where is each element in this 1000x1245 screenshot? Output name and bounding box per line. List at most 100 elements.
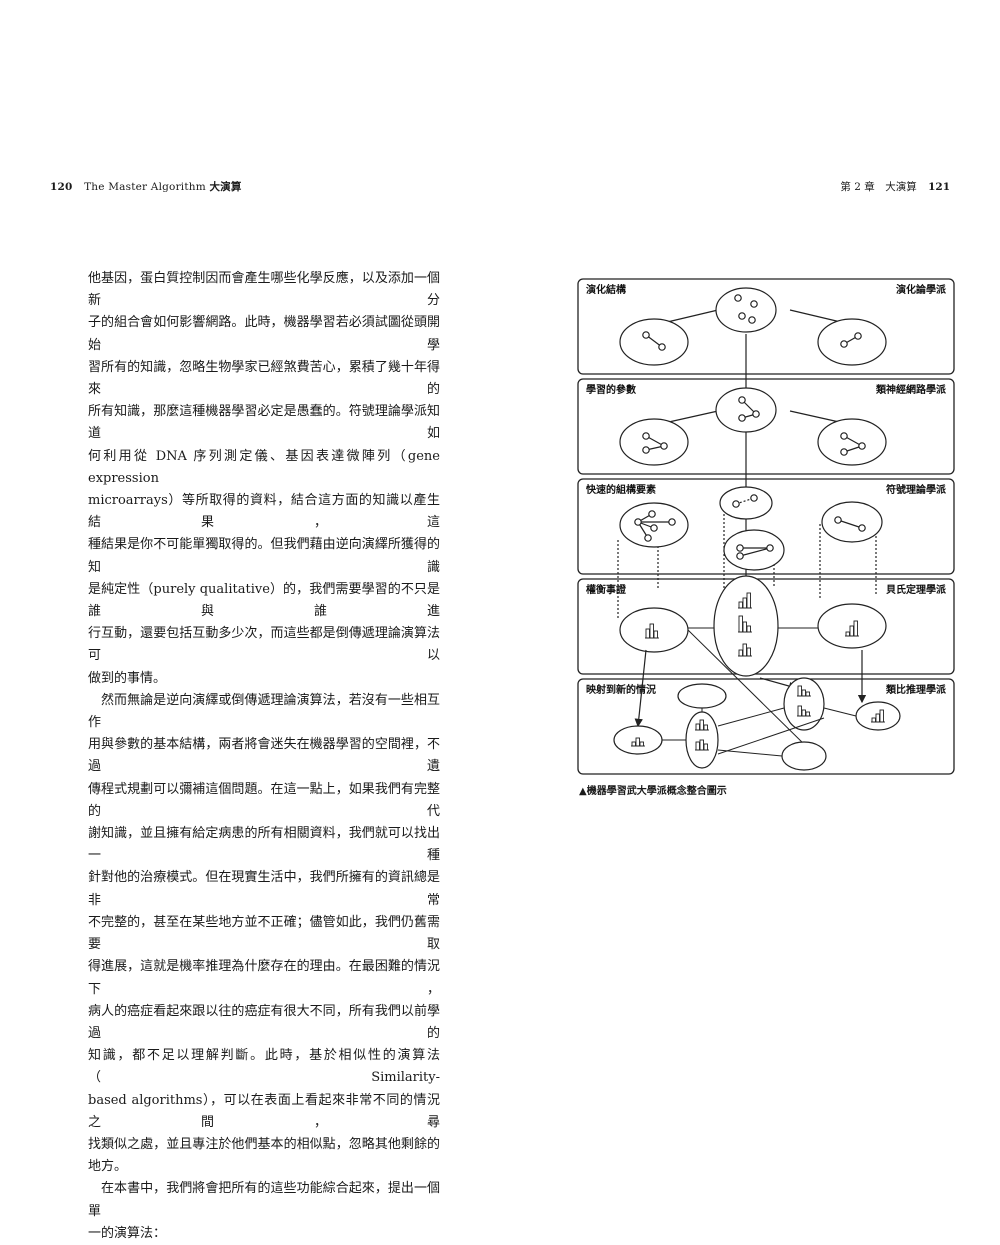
histogram-bar: [703, 743, 708, 751]
body-line: 用與參數的基本結構，兩者將會迷失在機器學習的空間裡，不過遺: [88, 737, 440, 775]
histogram-bar: [879, 709, 884, 723]
histogram-bar: [649, 623, 654, 639]
histogram-bar: [742, 621, 747, 633]
node-ellipse: [619, 418, 689, 466]
small-node: [658, 343, 666, 351]
small-node: [750, 494, 758, 502]
small-node: [752, 410, 760, 418]
body-line: 做到的事情。: [88, 670, 167, 686]
small-node: [748, 316, 756, 324]
body-line: 謝知識，並且擁有給定病患的所有相關資料，我們就可以找出一種: [88, 826, 440, 864]
arrow: [634, 649, 647, 728]
body-line: 在本書中，我們將會把所有的這些功能綜合起來，提出一個單: [88, 1181, 440, 1219]
body-line: 所有知識，那麼這種機器學習必定是愚蠢的。符號理論學派知道如: [88, 404, 440, 442]
edge: [735, 497, 755, 505]
small-node: [642, 446, 650, 454]
histogram-bar: [805, 711, 810, 717]
node-ellipse: [619, 607, 689, 653]
figure-caption: ▲機器學習武大學派概念整合圖示: [579, 786, 727, 797]
histogram-bar: [653, 630, 658, 639]
small-node: [858, 442, 866, 450]
small-node: [734, 294, 742, 302]
running-header-right: 第 2 章 大演算 121: [840, 179, 950, 194]
histogram-bar: [639, 741, 644, 747]
small-node: [840, 340, 848, 348]
histogram-bar: [805, 691, 810, 697]
panel-label-left: 快速的組構要素: [585, 483, 656, 496]
node-ellipse: [619, 318, 689, 366]
edge: [739, 547, 771, 557]
histogram-bar: [875, 713, 880, 723]
small-node: [834, 516, 842, 524]
small-node: [644, 534, 652, 542]
node-ellipse: [715, 387, 777, 433]
panel-label-right: 符號理論學派: [886, 483, 947, 496]
small-node: [648, 510, 656, 518]
body-line: 一的演算法：: [88, 1225, 167, 1241]
edge: [717, 717, 825, 755]
node-ellipse: [817, 418, 887, 466]
histogram-bar: [738, 601, 743, 609]
histogram-bar: [801, 689, 806, 697]
body-line: 然而無論是逆向演繹或倒傳遞理論演算法，若沒有一些相互作: [88, 692, 440, 731]
edge: [687, 629, 809, 749]
small-node: [854, 332, 862, 340]
panel-label-right: 類比推理學派: [885, 683, 947, 696]
node-ellipse: [719, 486, 773, 520]
histogram-bar: [703, 724, 708, 731]
panel-label-left: 演化結構: [586, 283, 626, 296]
body-line: 子的組合會如何影響網路。此時，機器學習若必須試圖從頭開始學: [88, 315, 440, 353]
histogram-bar: [699, 719, 704, 731]
body-line: microarrays）等所取得的資料，結合這方面的知識以產生結果，這: [88, 493, 440, 531]
small-node: [840, 448, 848, 456]
small-node: [858, 524, 866, 532]
histogram-bar: [797, 685, 802, 697]
node-ellipse: [817, 318, 887, 366]
node-ellipse: [783, 677, 825, 731]
small-node: [660, 442, 668, 450]
histogram-bar: [699, 739, 704, 751]
histogram-bar: [695, 741, 700, 751]
panel-label-left: 映射到新的情況: [586, 683, 656, 696]
master-algorithm-diagram: 演化結構演化論學派學習的參數類神經網路學派快速的組構要素符號理論學派權衡事證貝氏…: [577, 278, 955, 775]
histogram-bar: [845, 631, 850, 637]
small-node: [736, 552, 744, 560]
histogram-bar: [742, 643, 747, 657]
node-ellipse: [677, 683, 727, 709]
histogram-bar: [695, 723, 700, 731]
histogram-bar: [849, 625, 854, 637]
node-ellipse: [723, 529, 785, 571]
small-node: [738, 396, 746, 404]
body-line: 何利用從 DNA 序列測定儀、基因表達微陣列（gene expression: [88, 448, 440, 486]
node-ellipse: [715, 287, 777, 333]
small-node: [736, 544, 744, 552]
histogram-bar: [645, 628, 650, 639]
right-chapter-title: 第 2 章 大演算: [840, 181, 917, 193]
body-line: 行互動，還要包括互動多少次，而這些都是倒傳遞理論演算法可以: [88, 626, 440, 664]
body-line: 不完整的，甚至在某些地方並不正確；儘管如此，我們仍舊需要取: [88, 914, 440, 953]
body-line: 他基因，蛋白質控制因而會產生哪些化學反應，以及添加一個新分: [88, 271, 440, 309]
histogram-bar: [871, 717, 876, 723]
histogram-bar: [746, 647, 751, 657]
small-node: [668, 518, 676, 526]
edge: [717, 707, 785, 727]
small-node: [642, 331, 650, 339]
small-node: [732, 500, 740, 508]
small-node: [650, 524, 658, 532]
body-line: based algorithms），可以在表面上看起來非常不同的情況之間，尋: [88, 1092, 440, 1130]
body-line: 知識，都不足以理解判斷。此時，基於相似性的演算法（Similarity-: [88, 1048, 440, 1086]
small-node: [738, 414, 746, 422]
panel-label-right: 貝氏定理學派: [886, 583, 947, 596]
left-book-title: The Master Algorithm: [84, 181, 206, 193]
histogram-bar: [853, 620, 858, 637]
node-ellipse: [821, 501, 883, 543]
small-node: [840, 432, 848, 440]
body-line: 得進展，這就是機率推理為什麼存在的理由。在最困難的情況下，: [88, 959, 440, 997]
left-page-number: 120: [50, 181, 73, 193]
small-node: [642, 432, 650, 440]
panel-label-left: 權衡事證: [586, 583, 627, 596]
left-book-title-cn: 大演算: [209, 181, 242, 193]
body-line: 是純定性（purely qualitative）的，我們需要學習的不只是誰與誰進: [88, 581, 440, 620]
histogram-bar: [742, 597, 747, 609]
small-node: [750, 300, 758, 308]
